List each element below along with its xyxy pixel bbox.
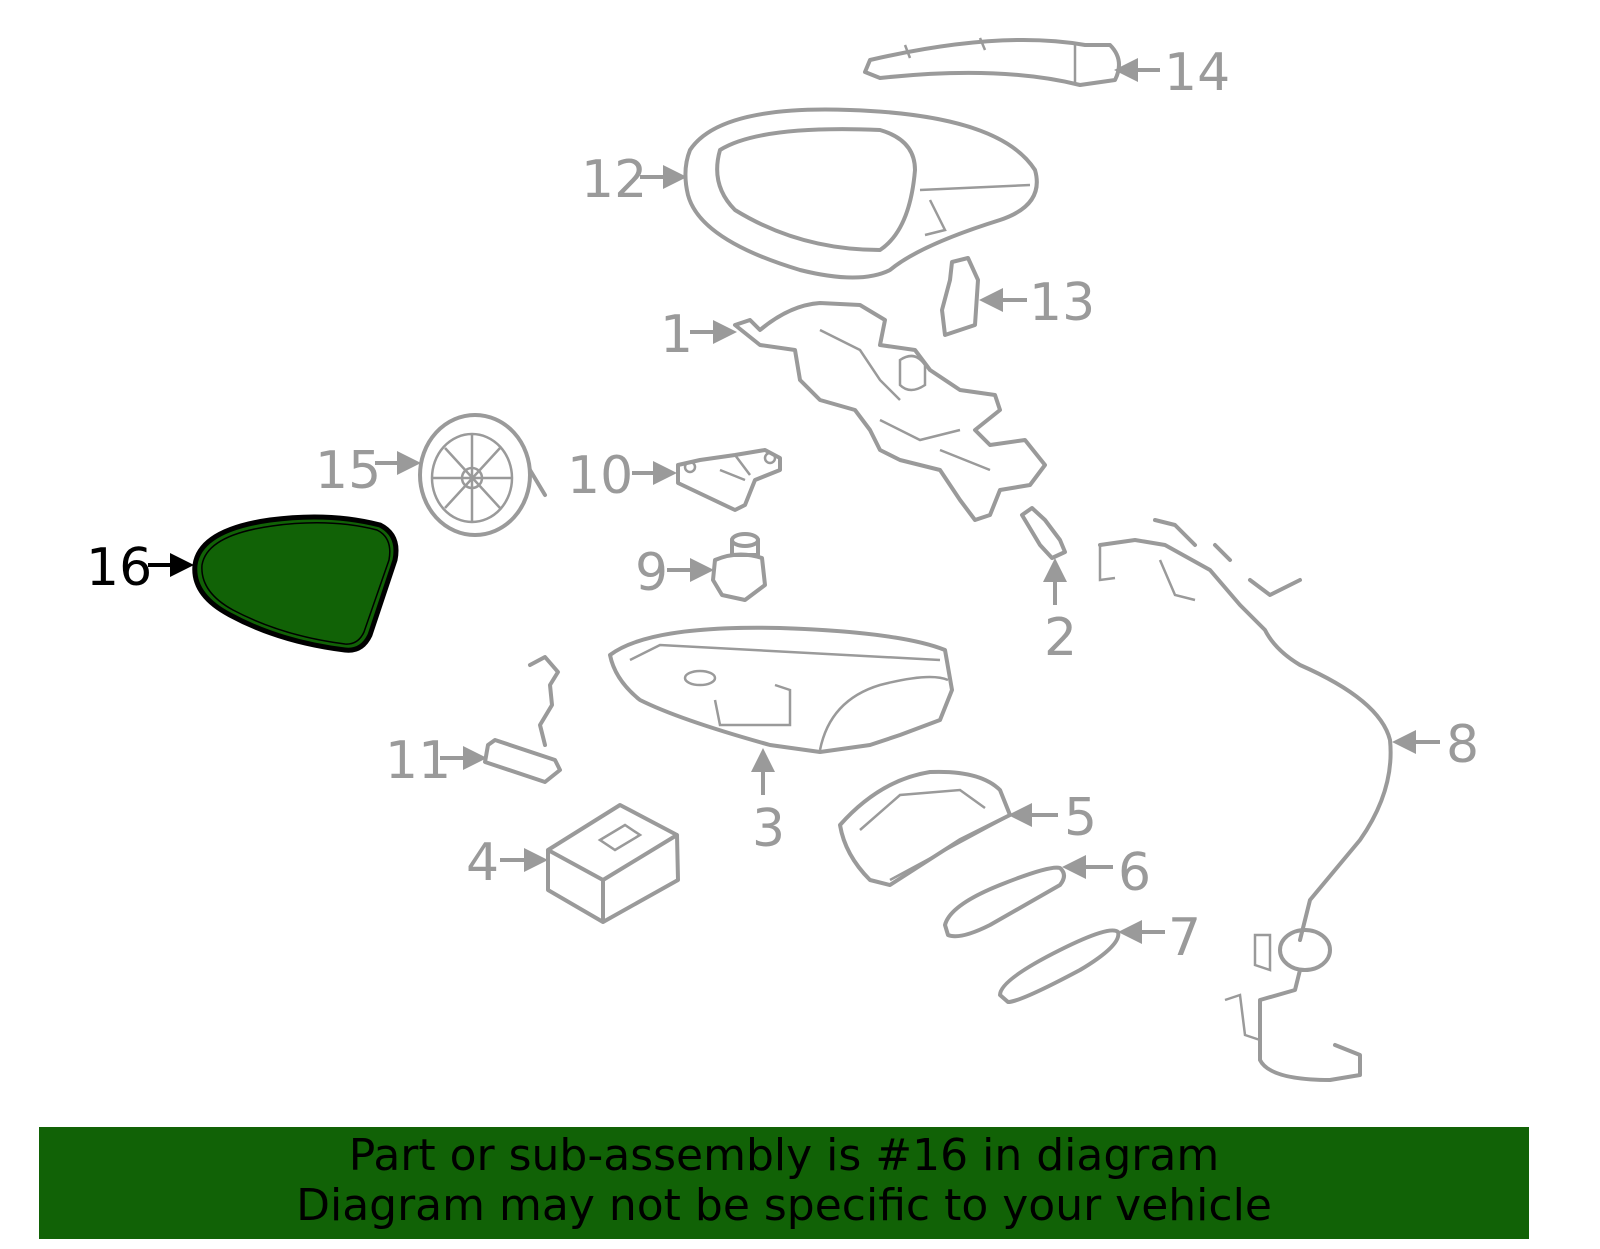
part-5-light-housing[interactable]	[838, 769, 1012, 887]
callout-3[interactable]: 3	[752, 799, 785, 859]
callout-16[interactable]: 16	[86, 538, 152, 598]
part-13-clip[interactable]	[940, 256, 980, 337]
part-16-mirror-glass[interactable]	[192, 514, 399, 653]
callout-8[interactable]: 8	[1446, 715, 1479, 775]
part-3-mirror-housing[interactable]	[608, 625, 954, 754]
part-12-mirror-cap[interactable]	[683, 107, 1039, 280]
banner-line-2: Diagram may not be specific to your vehi…	[296, 1180, 1272, 1231]
banner-line-1: Part or sub-assembly is #16 in diagram	[348, 1130, 1220, 1181]
part-8-wiring-harness[interactable]	[1098, 518, 1393, 1082]
callout-6[interactable]: 6	[1118, 843, 1151, 903]
callout-15[interactable]: 15	[315, 441, 381, 501]
part-6-lens[interactable]	[943, 865, 1066, 939]
part-14-strip[interactable]	[863, 37, 1121, 87]
callout-12[interactable]: 12	[581, 150, 647, 210]
part-15-motor[interactable]	[418, 413, 547, 537]
callout-4[interactable]: 4	[466, 833, 499, 893]
part-4-kit-box[interactable]	[546, 803, 680, 924]
part-9-actuator[interactable]	[711, 532, 767, 602]
callout-13[interactable]: 13	[1029, 273, 1095, 333]
part-1-mirror-frame[interactable]	[733, 301, 1047, 522]
part-11-lamp[interactable]	[483, 655, 562, 784]
callout-5[interactable]: 5	[1064, 788, 1097, 848]
callout-9[interactable]: 9	[635, 543, 668, 603]
callout-11[interactable]: 11	[385, 731, 451, 791]
part-2-bulb[interactable]	[1020, 506, 1067, 560]
part-10-bracket[interactable]	[676, 448, 782, 512]
callout-14[interactable]: 14	[1164, 43, 1230, 103]
callout-7[interactable]: 7	[1168, 908, 1201, 968]
callout-2[interactable]: 2	[1044, 608, 1077, 668]
info-banner: Part or sub-assembly is #16 in diagram D…	[39, 1127, 1529, 1239]
part-7-seal[interactable]	[998, 928, 1121, 1004]
callout-10[interactable]: 10	[567, 446, 633, 506]
callout-1[interactable]: 1	[660, 305, 693, 365]
